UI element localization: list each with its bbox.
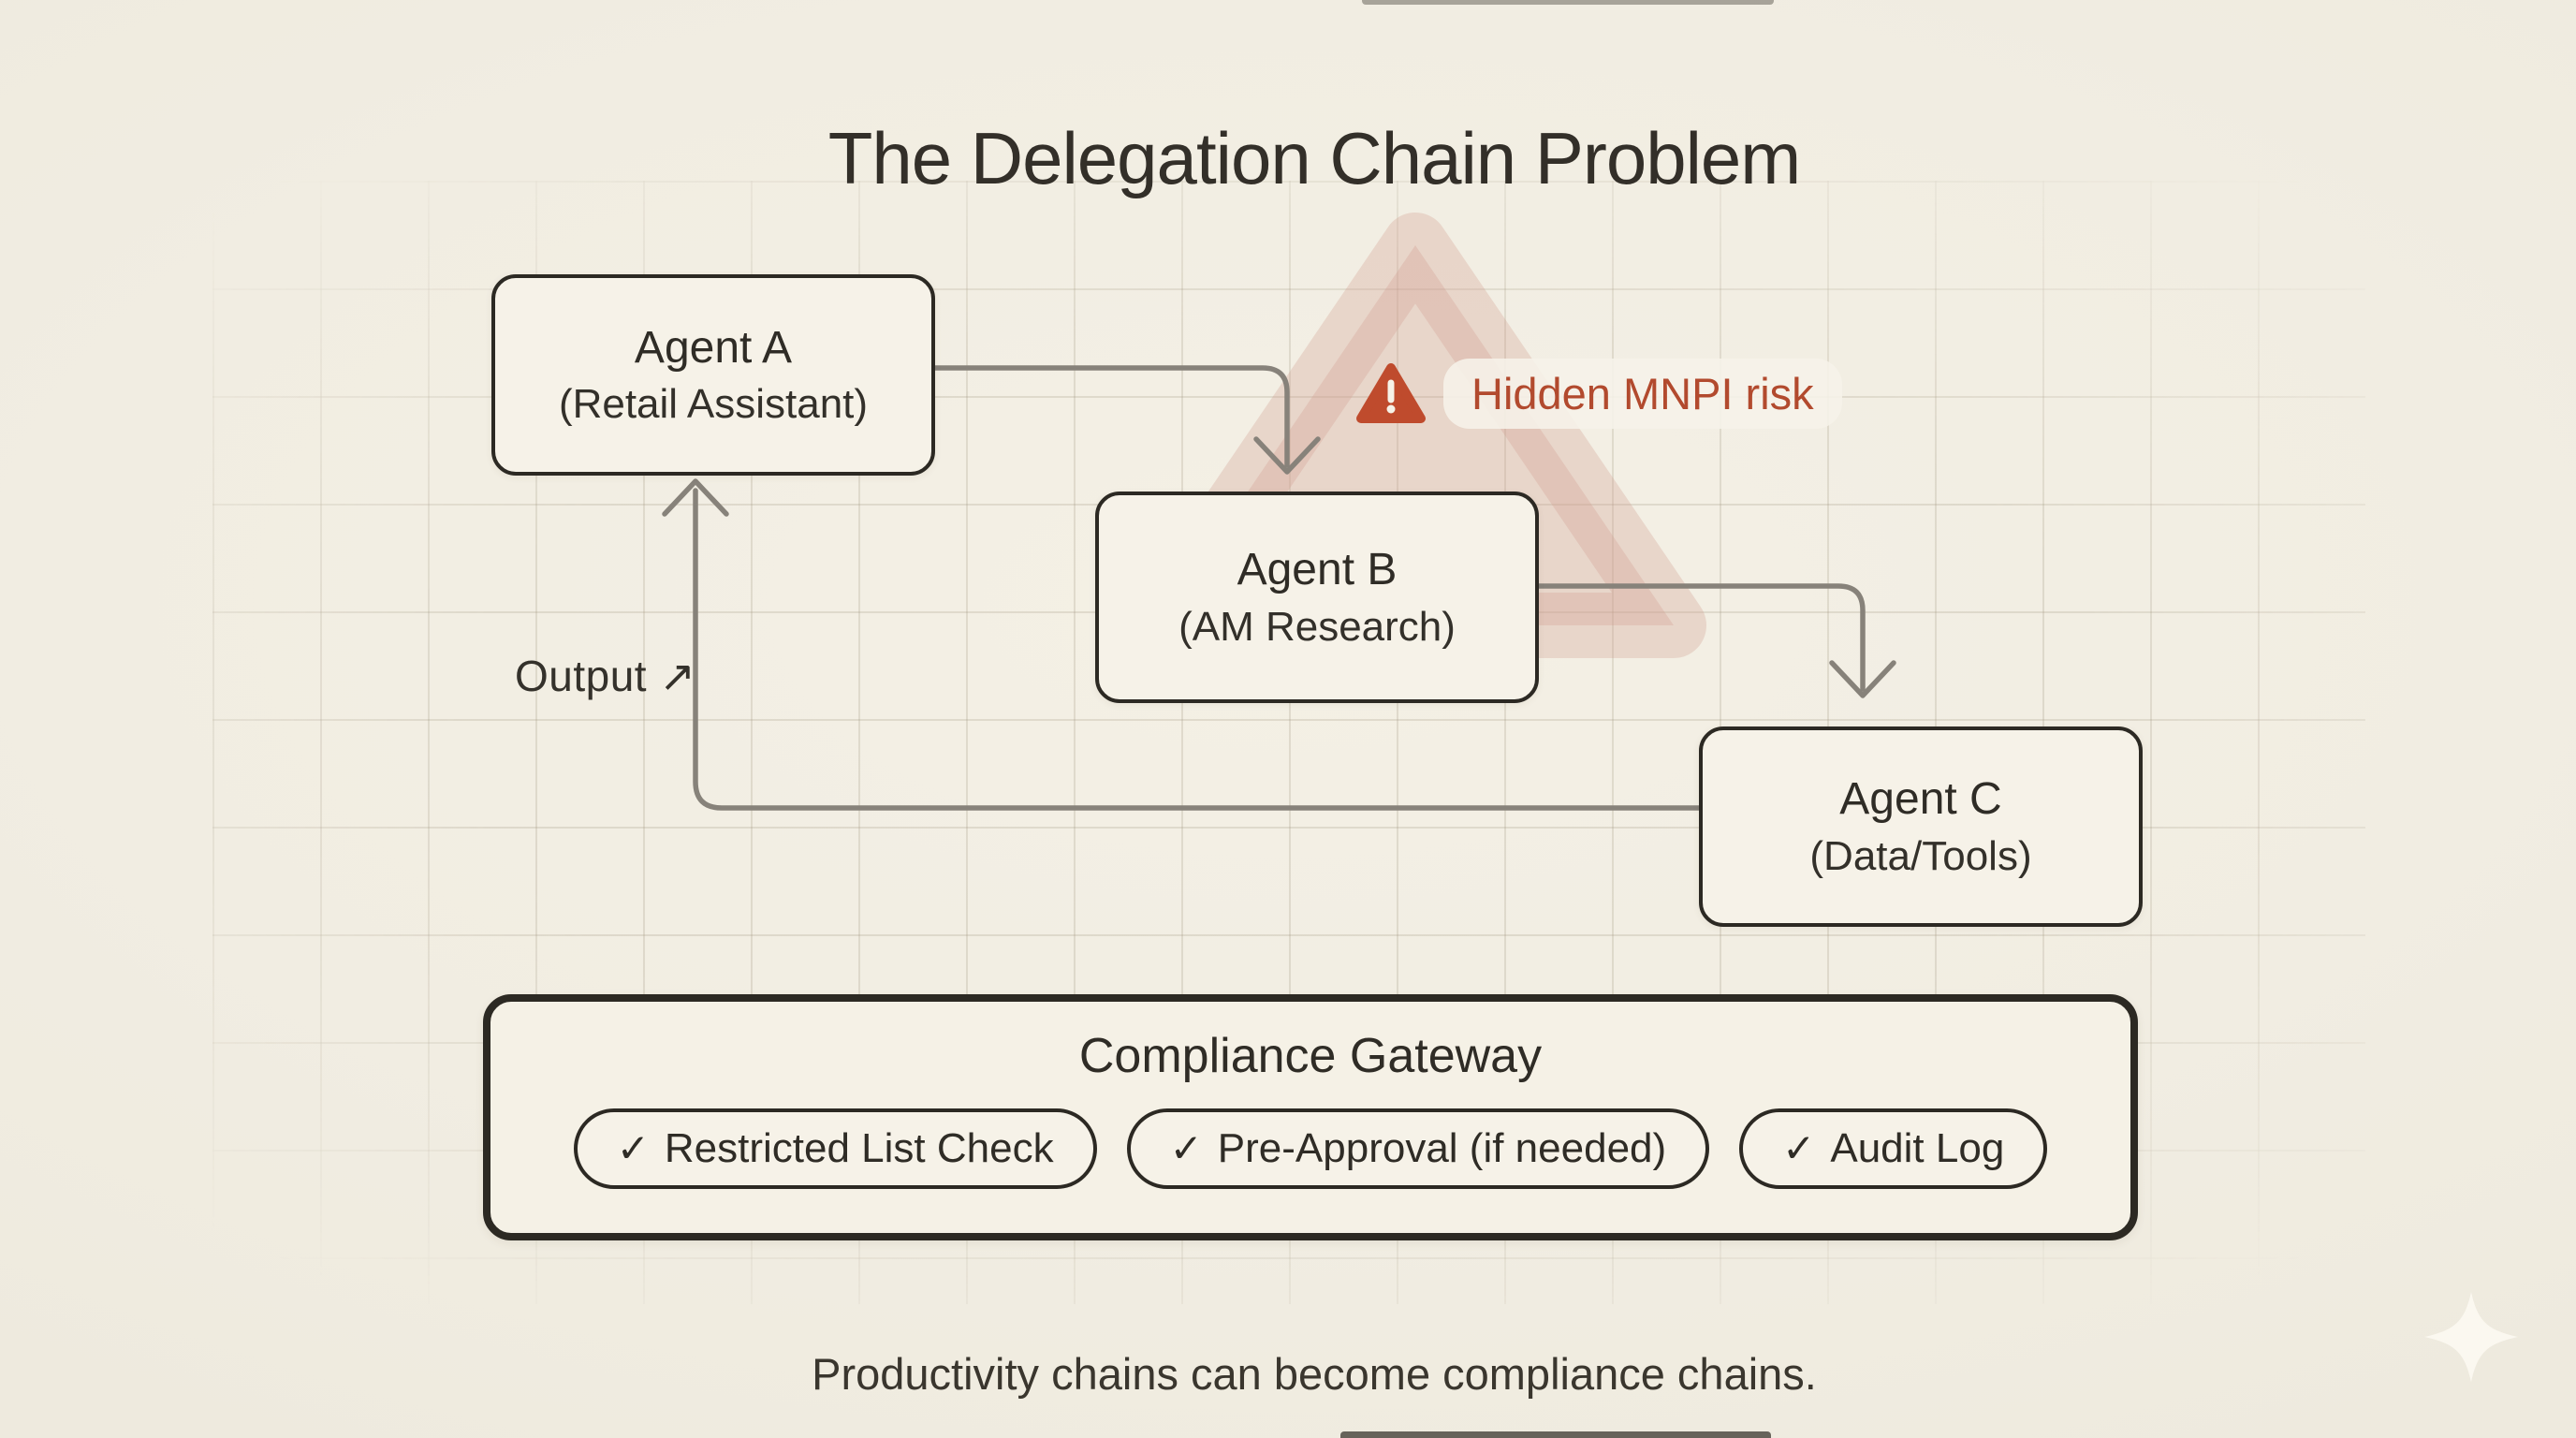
top-edge-bar [1362,0,1774,5]
pill-restricted-list-check: ✓ Restricted List Check [573,1108,1097,1189]
connector-agent-c-return-to-a [693,488,1702,811]
check-icon: ✓ [1169,1125,1203,1170]
pill-pre-approval: ✓ Pre-Approval (if needed) [1126,1108,1710,1189]
arrowhead-up-icon [662,478,729,517]
check-icon: ✓ [1782,1125,1816,1170]
agent-a-name: Agent A [634,322,793,373]
bottom-edge-bar [1340,1431,1771,1438]
agent-c-name: Agent C [1839,774,2002,825]
compliance-gateway-title: Compliance Gateway [1078,1029,1543,1083]
node-agent-a: Agent A (Retail Assistant) [491,274,935,476]
agent-b-name: Agent B [1237,545,1398,595]
compliance-gateway-panel: Compliance Gateway ✓ Restricted List Che… [483,994,2138,1240]
connector-agent-a-to-b [925,365,1290,468]
compliance-checks-row: ✓ Restricted List Check ✓ Pre-Approval (… [573,1108,2048,1189]
arrowhead-down-icon [1829,660,1896,698]
output-label: Output ↗ [515,652,696,700]
agent-b-role: (AM Research) [1178,603,1456,650]
node-agent-c: Agent C (Data/Tools) [1699,726,2143,927]
pill-audit-log: ✓ Audit Log [1739,1108,2048,1189]
pill-label: Pre-Approval (if needed) [1217,1125,1667,1171]
warning-triangle-icon [1356,363,1426,423]
pill-label: Restricted List Check [664,1125,1054,1171]
agent-c-role: (Data/Tools) [1809,832,2032,879]
sparkle-icon [2424,1292,2518,1382]
footer-note: Productivity chains can become complianc… [812,1349,1817,1399]
pill-label: Audit Log [1830,1125,2005,1171]
arrowhead-down-icon [1253,436,1321,475]
page-title: The Delegation Chain Problem [827,117,1802,200]
check-icon: ✓ [616,1125,650,1170]
agent-a-role: (Retail Assistant) [558,381,869,428]
node-agent-b: Agent B (AM Research) [1095,492,1539,703]
connector-agent-b-to-c [1529,583,1866,692]
risk-label: Hidden MNPI risk [1443,358,1842,429]
risk-annotation: Hidden MNPI risk [1355,348,1842,438]
